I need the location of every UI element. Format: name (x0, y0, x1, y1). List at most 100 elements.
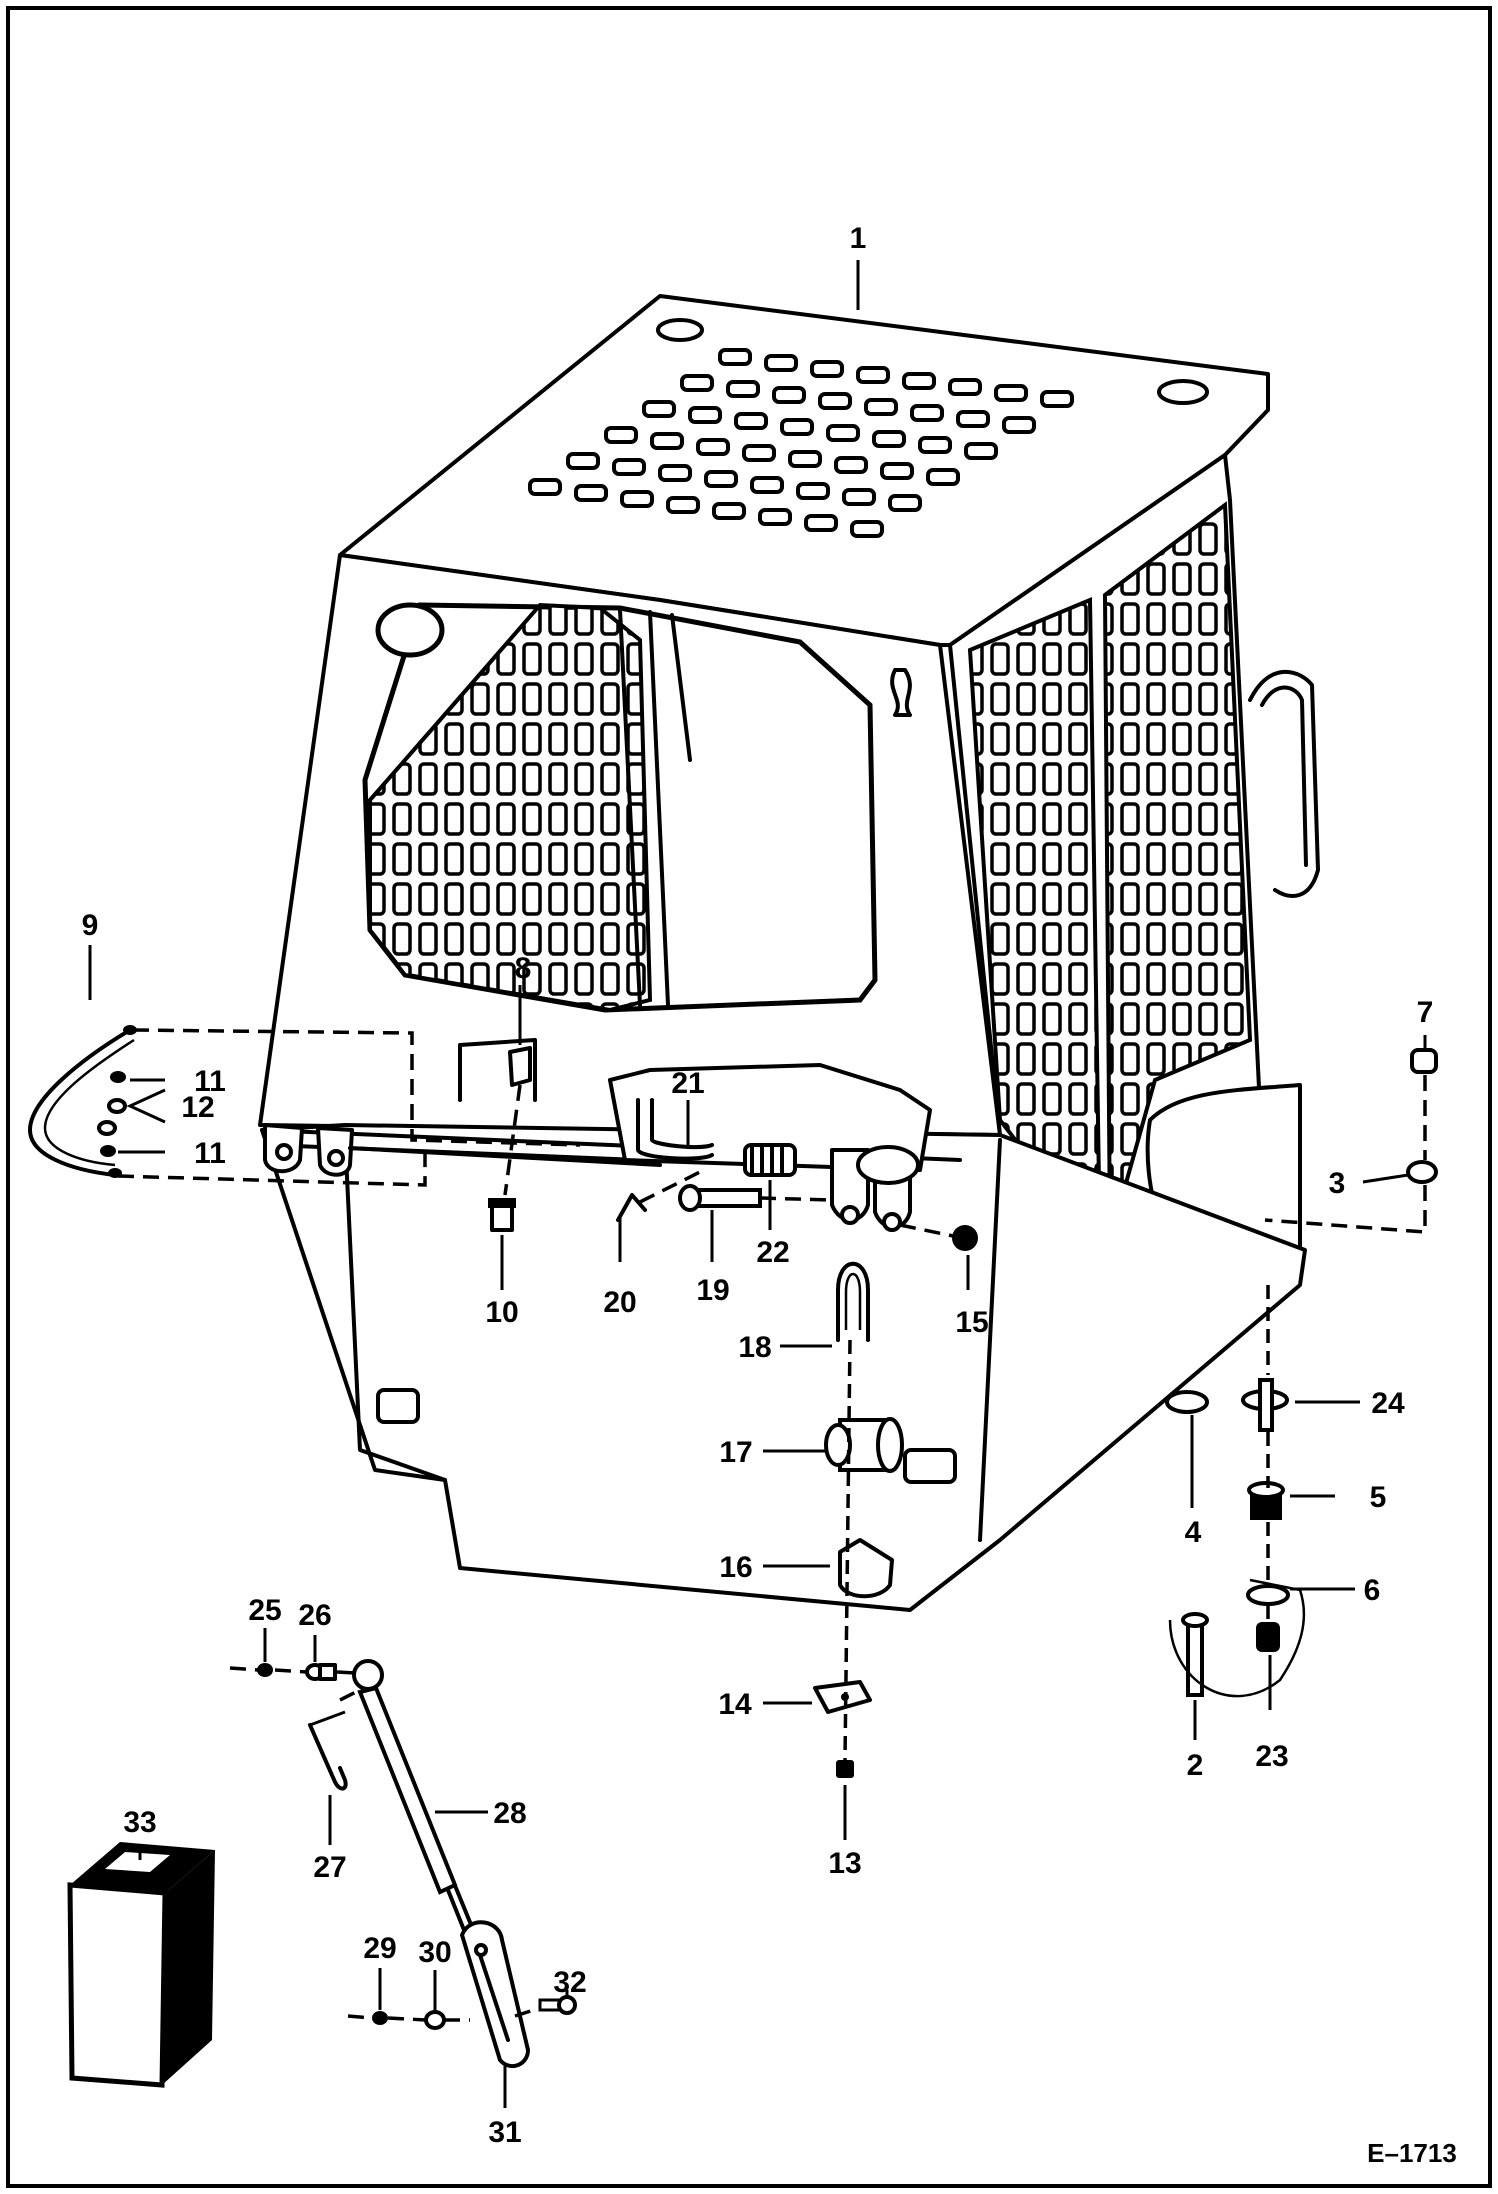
roof-vent-grid (528, 348, 1074, 538)
left-mount-hole-2 (327, 1149, 345, 1167)
part-4-washer (1165, 1390, 1209, 1414)
part-16-clip (838, 1538, 894, 1599)
side-porthole (375, 602, 445, 658)
dash-19 (759, 1196, 831, 1202)
side-window-screen (368, 602, 653, 1013)
callout-23: 23 (1255, 1740, 1288, 1773)
callout-28: 28 (493, 1797, 526, 1830)
part-19-pivot-bolt (678, 1184, 762, 1212)
roof-vent-slot (902, 372, 936, 390)
roof-vent-slot (658, 464, 692, 482)
roof-vent-slot (734, 412, 768, 430)
leader-lines (88, 260, 1427, 2108)
roof-vent-slot (956, 410, 990, 428)
part-33-box (67, 1842, 215, 2088)
part-29-nut (372, 2011, 388, 2025)
figure-number: E–1713 (1367, 2138, 1457, 2168)
leader-12 (126, 1088, 166, 1124)
roof-vent-slot (788, 450, 822, 468)
rear-grab-handle-inner (1260, 685, 1308, 867)
dash-29-32 (347, 2006, 541, 2022)
callout-14: 14 (718, 1688, 752, 1721)
dash-8 (503, 1084, 522, 1196)
callout-30: 30 (418, 1936, 451, 1969)
roof-vent-slot (696, 438, 730, 456)
part-24-stud (1241, 1378, 1289, 1432)
part-17-bushing (824, 1417, 904, 1473)
pivot-cutout (608, 1063, 932, 1172)
callout-16: 16 (719, 1551, 752, 1584)
roof-vent-slot (864, 398, 898, 416)
latch-bracket (458, 1038, 537, 1102)
roof-vent-slot (780, 418, 814, 436)
roof-vent-slot (1040, 390, 1074, 408)
roof-vent-slot (834, 456, 868, 474)
pivot-bushing (856, 1145, 920, 1185)
roof-vent-slot (566, 452, 600, 470)
dash-9-lower (117, 1150, 427, 1187)
callout-labels: 1 2 3 4 5 6 7 8 9 10 11 11 12 13 14 15 1… (82, 222, 1434, 2149)
roof-vent-slot (810, 360, 844, 378)
cab-lower-front (260, 1123, 1307, 1612)
side-window-bars (618, 608, 692, 1007)
part-5-isolator (1247, 1481, 1285, 1520)
keyhole-mount (890, 668, 912, 717)
part-18-u-bolt-inner (844, 1272, 862, 1330)
roof-vent-slot (888, 494, 922, 512)
roof-vent-slot (650, 432, 684, 450)
roof-vent-slot (1002, 416, 1036, 434)
dash-3-7 (1264, 1075, 1427, 1234)
roof-vent-slot (842, 488, 876, 506)
roof-vent-slot (620, 490, 654, 508)
part-25-nut (257, 1663, 273, 1677)
callout-17: 17 (719, 1436, 752, 1469)
part-11-washer-lower (100, 1145, 116, 1157)
callout-3: 3 (1329, 1167, 1346, 1200)
part-27-retaining-clip (308, 1723, 348, 1791)
callout-31: 31 (488, 2116, 521, 2149)
roof-vent-slot (666, 496, 700, 514)
callout-9: 9 (82, 909, 99, 942)
roof-vent-slot (872, 430, 906, 448)
callout-13: 13 (828, 1847, 861, 1880)
lower-panel-fold (343, 1133, 1002, 1542)
pivot-hole-2 (882, 1212, 902, 1232)
callout-29: 29 (363, 1932, 396, 1965)
roof-vent-slot (772, 386, 806, 404)
part-10-bolt (490, 1203, 514, 1232)
part-9-grab-handle (28, 1028, 132, 1177)
leader-3 (1362, 1173, 1409, 1184)
left-mount-hole-1 (275, 1143, 293, 1161)
callout-8: 8 (515, 952, 532, 985)
part-22-spring (743, 1143, 797, 1177)
part-8-latch-pin (508, 1046, 532, 1087)
callout-11-lower: 11 (194, 1137, 226, 1170)
roof-vent-slot (750, 476, 784, 494)
roof-vent-slot (856, 366, 890, 384)
callout-15: 15 (955, 1306, 988, 1339)
part-15-nut (952, 1225, 978, 1251)
part-31-strut-bracket (459, 1920, 531, 2069)
part-12-washer-upper (107, 1098, 127, 1114)
part-9-grab-handle-inner (43, 1038, 135, 1167)
callout-4: 4 (1185, 1516, 1202, 1549)
roof-vent-slot (604, 426, 638, 444)
roof-vent-slot (948, 378, 982, 396)
pivot-hole (840, 1205, 860, 1225)
part-21-l-pin-2 (650, 1098, 714, 1150)
roof-vent-slot (764, 354, 798, 372)
callout-32: 32 (553, 1966, 586, 1999)
callout-6: 6 (1364, 1574, 1381, 1607)
part-13-nut (836, 1760, 854, 1778)
roof-vent-slot (850, 520, 884, 538)
part-18-u-bolt (836, 1261, 870, 1342)
part-12-washer-lower (97, 1120, 117, 1136)
part-23-nut (1256, 1622, 1280, 1652)
part-30-washer (424, 2010, 446, 2030)
dash-15 (899, 1223, 959, 1239)
part-9-handle-end-upper (123, 1025, 137, 1035)
roof-vent-slot (926, 468, 960, 486)
roof-vent-slot (528, 478, 562, 496)
roof-vent-slot (574, 484, 608, 502)
